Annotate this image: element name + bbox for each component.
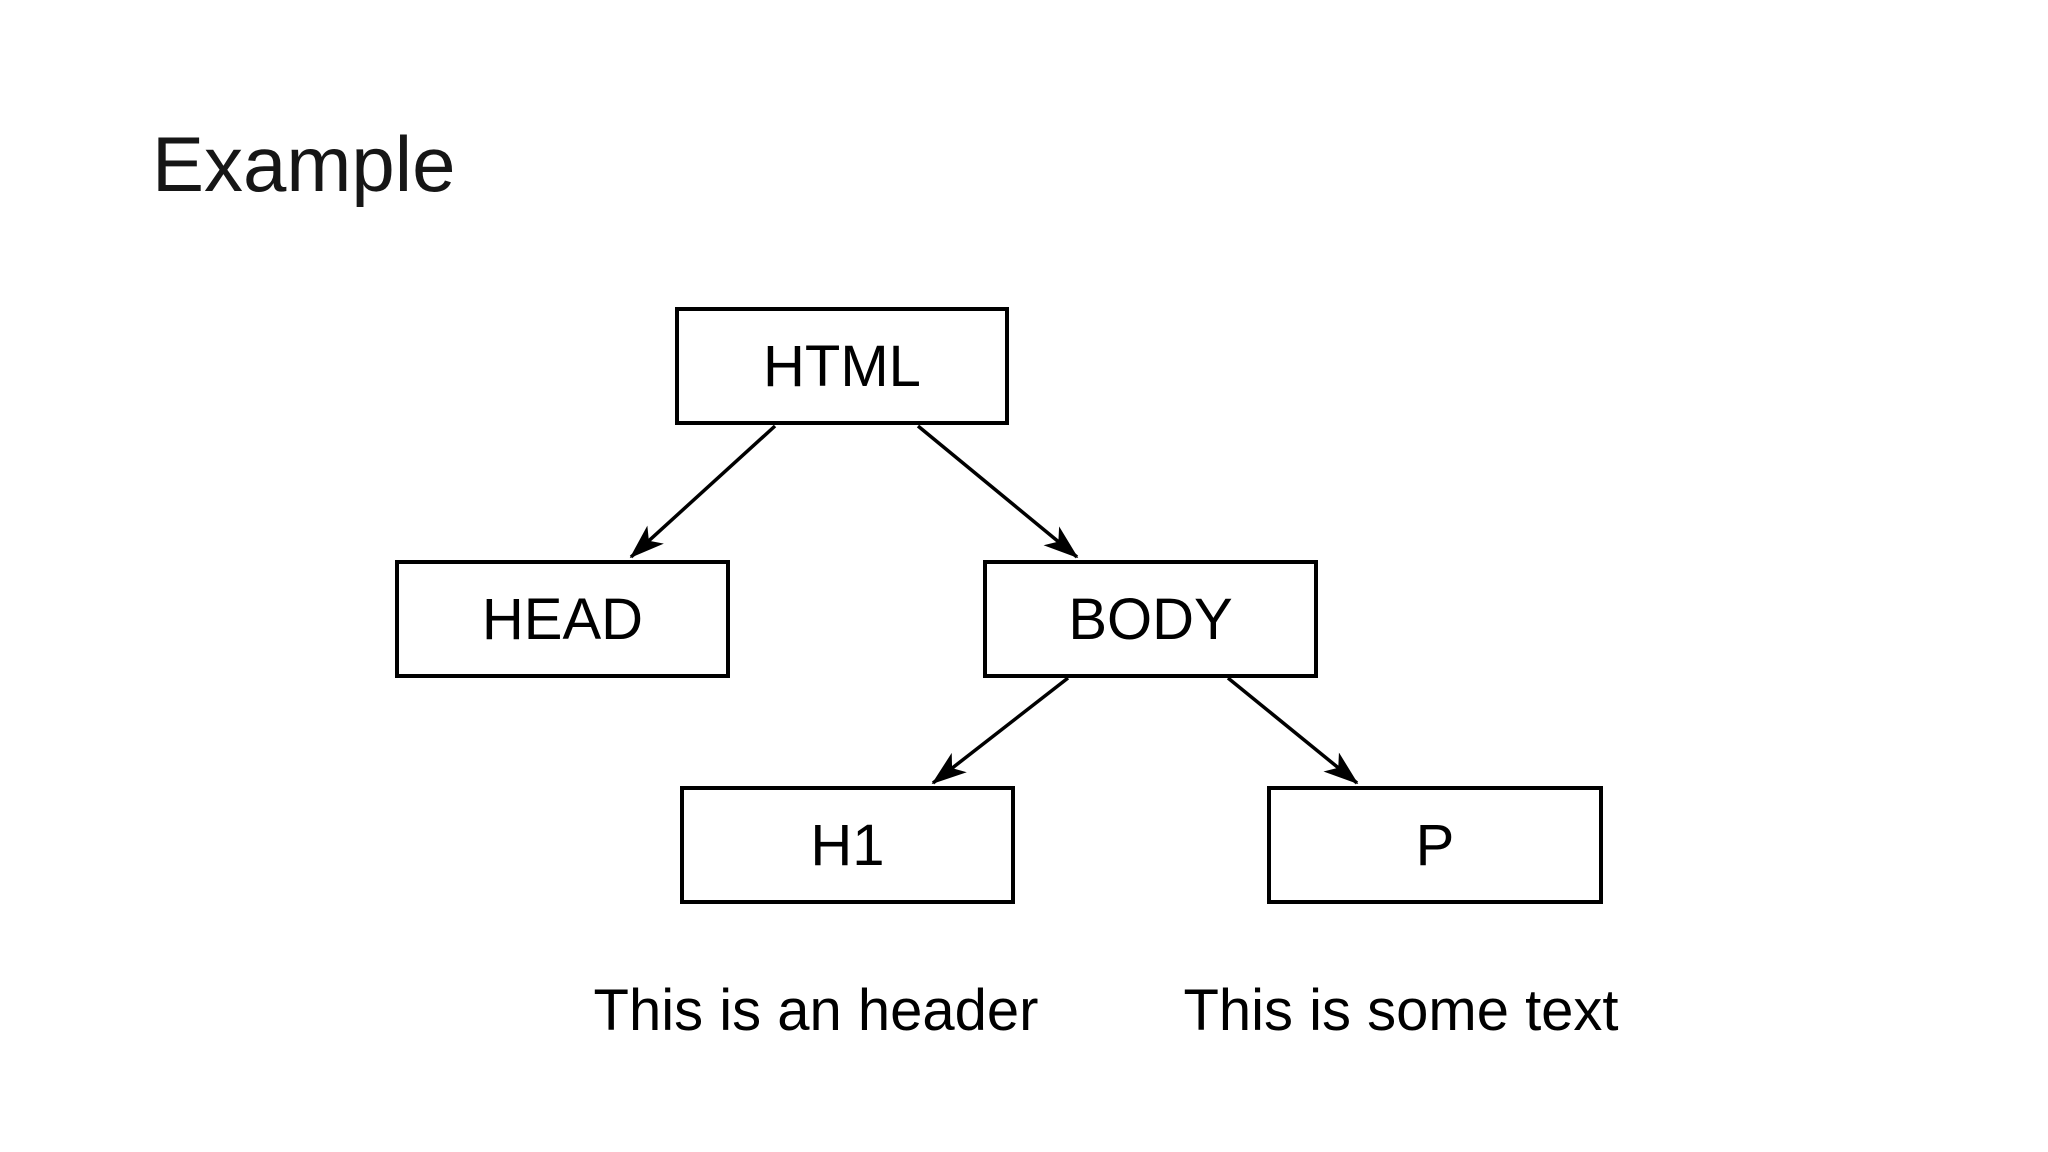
slide-title: Example [152,120,456,208]
tree-node-body-label: BODY [1068,586,1233,652]
tree-node-head: HEAD [395,560,730,678]
tree-node-head-label: HEAD [481,586,644,652]
edge-body-to-p [1226,676,1359,785]
tree-node-p: P [1267,786,1603,904]
tree-node-html: HTML [675,307,1009,425]
edge-html-to-head [629,424,777,559]
caption-h1-example: This is an header [593,978,1039,1043]
tree-node-h1: H1 [680,786,1015,904]
tree-node-h1-label: H1 [810,812,885,878]
edge-body-to-h1 [931,676,1070,785]
tree-node-p-label: P [1415,812,1455,878]
caption-p-example: This is some text [1183,978,1619,1043]
tree-node-html-label: HTML [763,333,921,399]
edge-html-to-body [916,424,1079,559]
tree-node-body: BODY [983,560,1318,678]
